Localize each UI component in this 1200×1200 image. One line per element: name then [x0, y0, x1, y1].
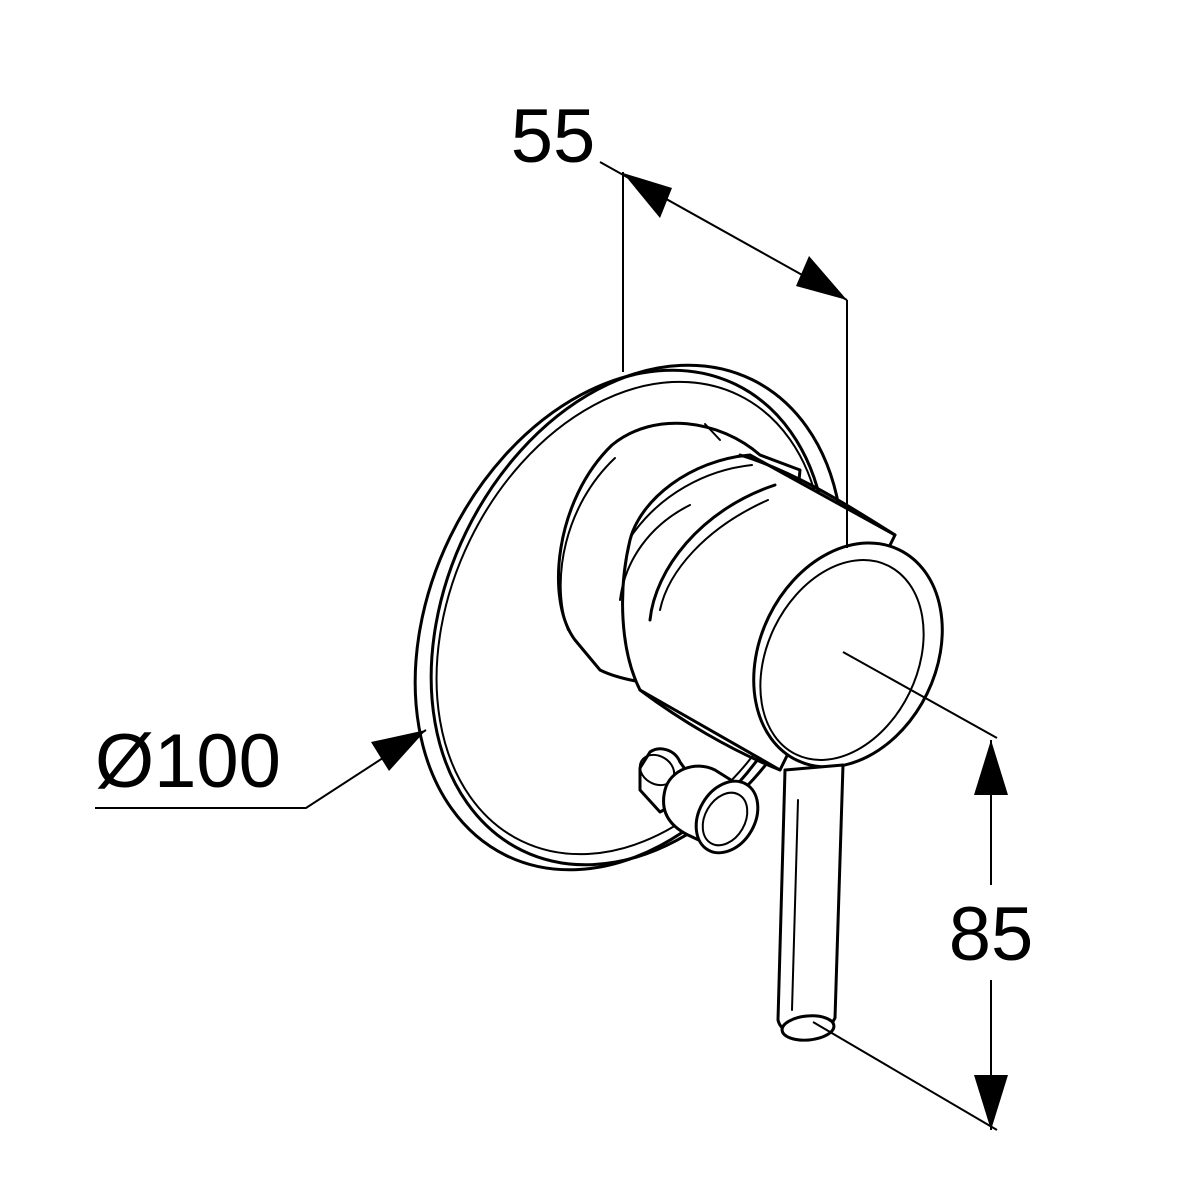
- dimension-lever-height-label: 85: [949, 892, 1034, 977]
- diverter-knob: [638, 747, 760, 855]
- dimension-lever-height: 85: [812, 651, 1034, 1131]
- dimension-depth: 55: [511, 94, 848, 548]
- dimension-depth-label: 55: [511, 94, 596, 179]
- cylinder-body: [619, 453, 897, 772]
- dimension-diameter: Ø100: [95, 719, 427, 809]
- dimension-diameter-label: Ø100: [95, 719, 281, 804]
- lever-handle: [776, 763, 845, 1042]
